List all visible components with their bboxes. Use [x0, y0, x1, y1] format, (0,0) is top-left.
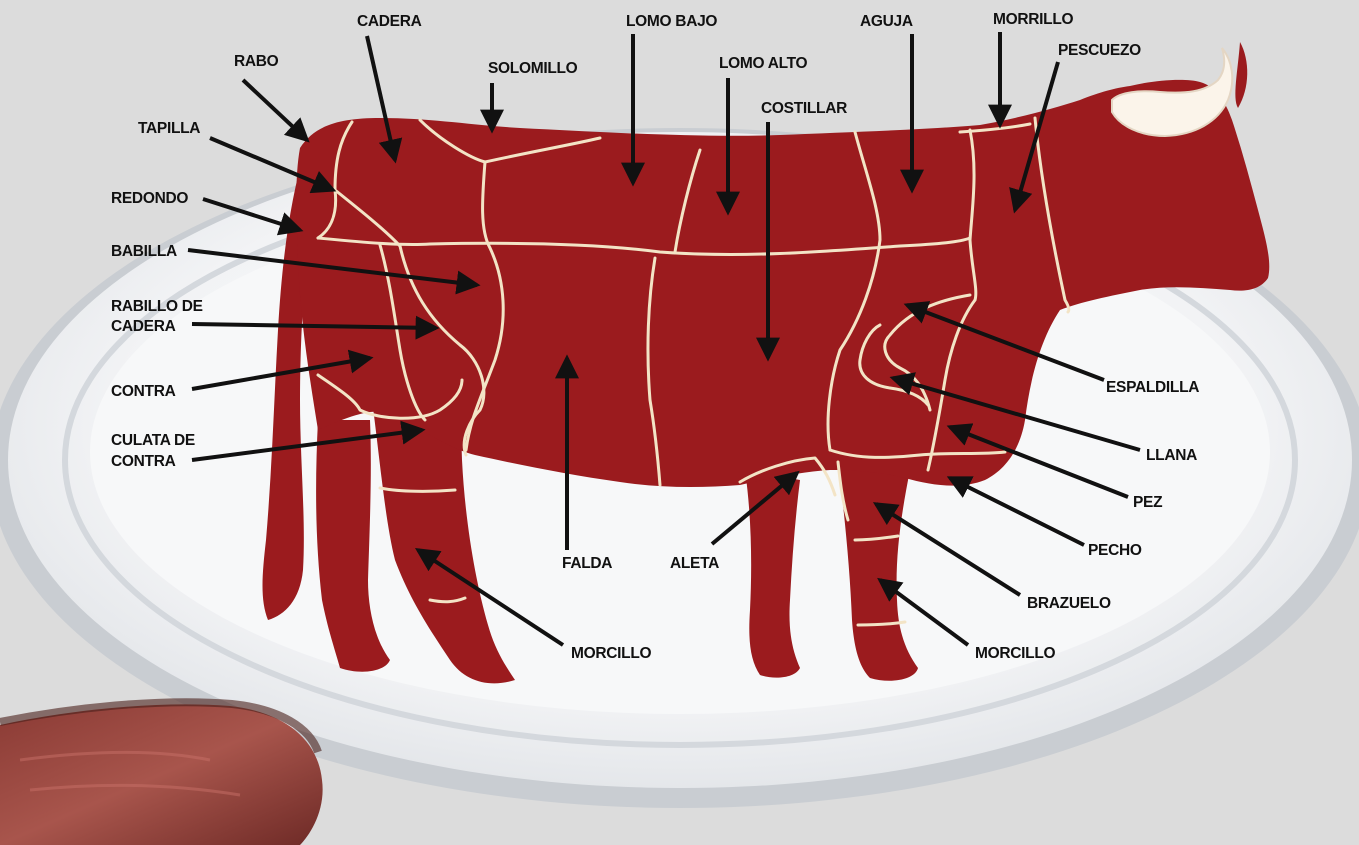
label-pescuezo: PESCUEZO [1058, 42, 1141, 59]
label-tapilla: TAPILLA [138, 120, 200, 137]
label-lomo-bajo: LOMO BAJO [626, 13, 717, 30]
label-brazuelo: BRAZUELO [1027, 595, 1111, 612]
label-babilla: BABILLA [111, 243, 177, 260]
label-espaldilla: ESPALDILLA [1106, 379, 1199, 396]
label-morrillo: MORRILLO [993, 11, 1073, 28]
label-rabillo-de-cadera-2: CADERA [111, 318, 176, 335]
label-aleta: ALETA [670, 555, 719, 572]
steak-image [0, 702, 323, 845]
label-morcillo-delantero: MORCILLO [975, 645, 1055, 662]
label-redondo: REDONDO [111, 190, 188, 207]
label-pecho: PECHO [1088, 542, 1142, 559]
label-culata-de-contra-2: CONTRA [111, 453, 176, 470]
label-solomillo: SOLOMILLO [488, 60, 578, 77]
label-rabillo-de-cadera-1: RABILLO DE [111, 298, 203, 315]
label-llana: LLANA [1146, 447, 1197, 464]
label-morcillo-trasero: MORCILLO [571, 645, 651, 662]
label-lomo-alto: LOMO ALTO [719, 55, 808, 72]
label-aguja: AGUJA [860, 13, 913, 30]
label-rabo: RABO [234, 53, 279, 70]
label-falda: FALDA [562, 555, 612, 572]
label-pez: PEZ [1133, 494, 1163, 511]
label-culata-de-contra-1: CULATA DE [111, 432, 195, 449]
label-contra: CONTRA [111, 383, 176, 400]
label-cadera: CADERA [357, 13, 422, 30]
label-costillar: COSTILLAR [761, 100, 847, 117]
